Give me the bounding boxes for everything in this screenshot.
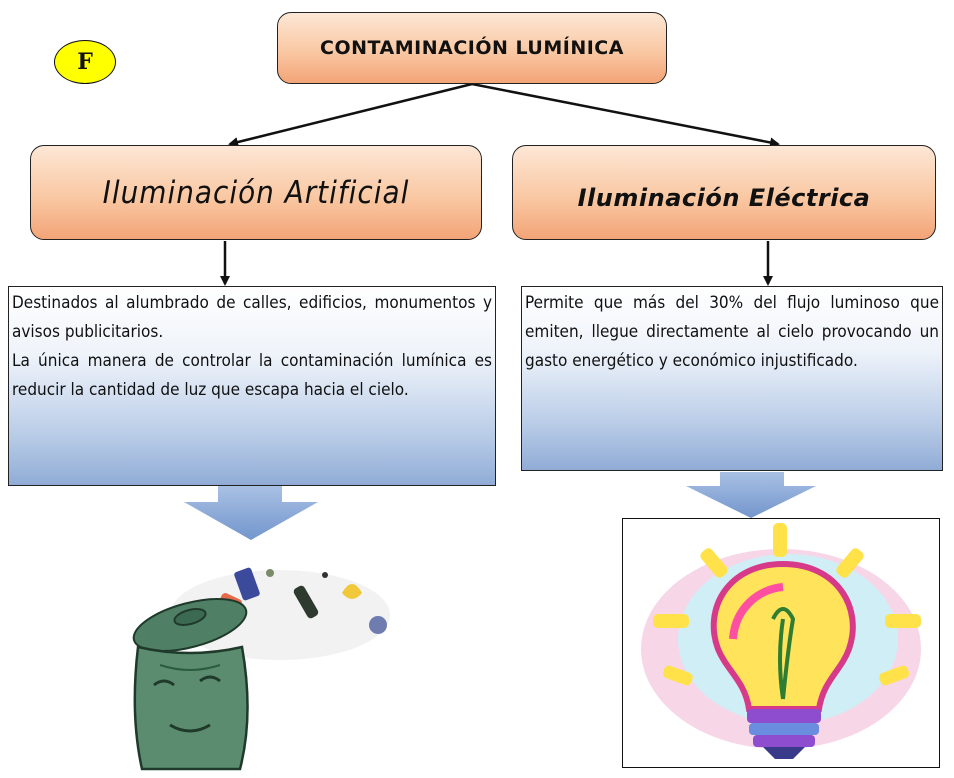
block-arrow-left	[184, 486, 318, 540]
left-paragraph-1: Destinados al alumbrado de calles, edifi…	[12, 293, 492, 342]
arrow-title-to-left	[228, 82, 473, 147]
lightbulb-picture-frame	[622, 518, 940, 768]
right-paragraph-1: Permite que más del 30% del flujo lumino…	[525, 293, 939, 371]
arrow-title-to-right	[471, 82, 780, 148]
left-description-box: Destinados al alumbrado de calles, edifi…	[8, 286, 496, 486]
left-paragraph-2: La única manera de controlar la contamin…	[12, 351, 492, 400]
trash-can-illustration	[132, 567, 390, 771]
right-heading: Iluminación Eléctrica	[577, 183, 871, 212]
badge-label: F	[77, 49, 93, 75]
title-box: CONTAMINACIÓN LUMÍNICA	[277, 12, 667, 84]
block-arrow-right	[686, 472, 816, 518]
right-description-box: Permite que más del 30% del flujo lumino…	[521, 286, 943, 471]
left-heading: Iluminación Artificial	[102, 174, 410, 211]
lightbulb-icon	[641, 523, 921, 759]
left-heading-box: Iluminación Artificial	[30, 145, 482, 240]
badge-letter: F	[54, 40, 116, 84]
right-heading-box: Iluminación Eléctrica	[512, 145, 936, 240]
diagram-title: CONTAMINACIÓN LUMÍNICA	[320, 37, 624, 59]
